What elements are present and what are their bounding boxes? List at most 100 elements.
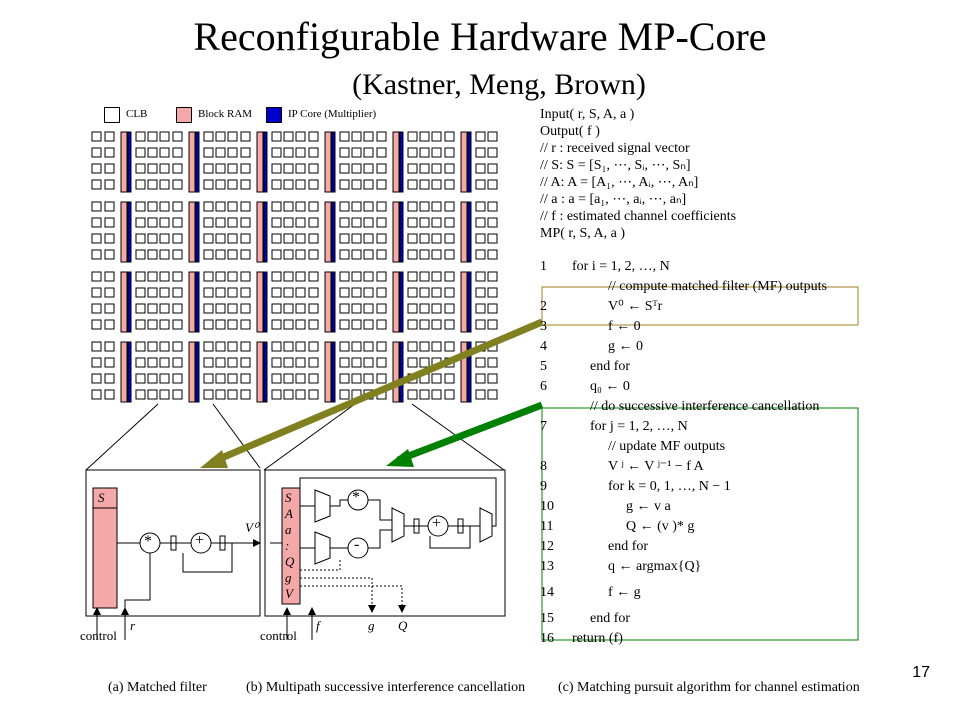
algorithm-header-line: MP( r, S, A, a ) xyxy=(540,226,625,241)
clb-cell xyxy=(271,303,282,314)
clb-cell xyxy=(135,389,146,400)
clb-cell xyxy=(227,357,238,368)
clb-cell xyxy=(159,319,170,330)
block-ram xyxy=(392,131,400,193)
clb-cell xyxy=(203,131,214,142)
clb-cell xyxy=(339,341,350,352)
clb-cell xyxy=(215,233,226,244)
algorithm-line-text: for j = 1, 2, …, N xyxy=(590,419,688,434)
clb-cell xyxy=(407,341,418,352)
clb-cell xyxy=(475,373,486,384)
clb-cell xyxy=(351,271,362,282)
clb-cell xyxy=(363,287,374,298)
clb-cell xyxy=(159,341,170,352)
clb-cell xyxy=(91,201,102,212)
clb-cell xyxy=(308,163,319,174)
clb-cell xyxy=(135,287,146,298)
block-ram xyxy=(392,341,400,403)
legend-clb-swatch xyxy=(104,107,120,123)
clb-cell xyxy=(227,287,238,298)
algorithm-line-text: end for xyxy=(590,611,631,626)
clb-cell xyxy=(147,201,158,212)
clb-cell xyxy=(104,201,115,212)
ip-multiplier xyxy=(263,131,268,193)
clb-cell xyxy=(172,249,183,260)
clb-cell xyxy=(308,271,319,282)
clb-cell xyxy=(431,319,442,330)
clb-cell xyxy=(104,389,115,400)
clb-cell xyxy=(376,147,387,158)
clb-cell xyxy=(444,271,455,282)
ip-multiplier xyxy=(195,341,200,403)
clb-cell xyxy=(295,319,306,330)
clb-cell xyxy=(487,249,498,260)
clb-cell xyxy=(203,373,214,384)
clb-cell xyxy=(351,373,362,384)
clb-cell xyxy=(407,389,418,400)
clb-cell xyxy=(283,233,294,244)
clb-cell xyxy=(431,179,442,190)
clb-cell xyxy=(475,249,486,260)
slide-title: Reconfigurable Hardware MP-Core xyxy=(193,14,767,59)
block-ram xyxy=(392,201,400,263)
clb-cell xyxy=(295,217,306,228)
clb-cell xyxy=(475,217,486,228)
ip-multiplier xyxy=(331,201,336,263)
clb-cell xyxy=(271,319,282,330)
clb-cell xyxy=(487,319,498,330)
clb-cell xyxy=(295,131,306,142)
clb-cell xyxy=(215,163,226,174)
clb-cell xyxy=(376,131,387,142)
clb-cell xyxy=(283,201,294,212)
mult-b-symbol: * xyxy=(352,489,360,506)
clb-cell xyxy=(407,217,418,228)
add-b-symbol: + xyxy=(432,515,442,532)
label-g: g xyxy=(368,618,375,633)
clb-cell xyxy=(203,249,214,260)
clb-cell xyxy=(487,163,498,174)
clb-cell xyxy=(431,249,442,260)
clb-cell xyxy=(419,389,430,400)
clb-cell xyxy=(227,303,238,314)
algorithm-header-line: Output( f ) xyxy=(540,124,600,139)
clb-cell xyxy=(363,163,374,174)
clb-cell xyxy=(487,303,498,314)
clb-cell xyxy=(363,271,374,282)
block-ram xyxy=(120,131,128,193)
clb-cell xyxy=(283,131,294,142)
clb-cell xyxy=(419,341,430,352)
clb-cell xyxy=(203,319,214,330)
clb-cell xyxy=(339,271,350,282)
clb-cell xyxy=(419,357,430,368)
clb-cell xyxy=(339,389,350,400)
clb-cell xyxy=(351,319,362,330)
clb-cell xyxy=(407,303,418,314)
clb-cell xyxy=(159,389,170,400)
clb-cell xyxy=(147,303,158,314)
mux-b3 xyxy=(391,507,405,543)
clb-cell xyxy=(475,287,486,298)
block-ram xyxy=(460,131,468,193)
clb-cell xyxy=(363,341,374,352)
clb-cell xyxy=(407,179,418,190)
algorithm-line-text: q ← argmax{Q} xyxy=(608,559,702,574)
clb-cell xyxy=(431,373,442,384)
algorithm-header-line: // f : estimated channel coefficients xyxy=(540,209,737,224)
clb-cell xyxy=(227,341,238,352)
clb-cell xyxy=(431,389,442,400)
clb-cell xyxy=(147,163,158,174)
caption-a: (a) Matched filter xyxy=(108,680,207,695)
clb-cell xyxy=(147,357,158,368)
clb-cell xyxy=(271,341,282,352)
clb-cell xyxy=(147,131,158,142)
clb-cell xyxy=(172,201,183,212)
clb-cell xyxy=(91,319,102,330)
clb-cell xyxy=(240,373,251,384)
clb-cell xyxy=(487,131,498,142)
clb-cell xyxy=(351,147,362,158)
clb-cell xyxy=(91,147,102,158)
block-ram xyxy=(460,201,468,263)
clb-cell xyxy=(444,131,455,142)
clb-cell xyxy=(431,163,442,174)
algorithm-header-line: // A: A = [A₁, ⋯, Aᵢ, ⋯, Aₙ] xyxy=(540,175,699,190)
